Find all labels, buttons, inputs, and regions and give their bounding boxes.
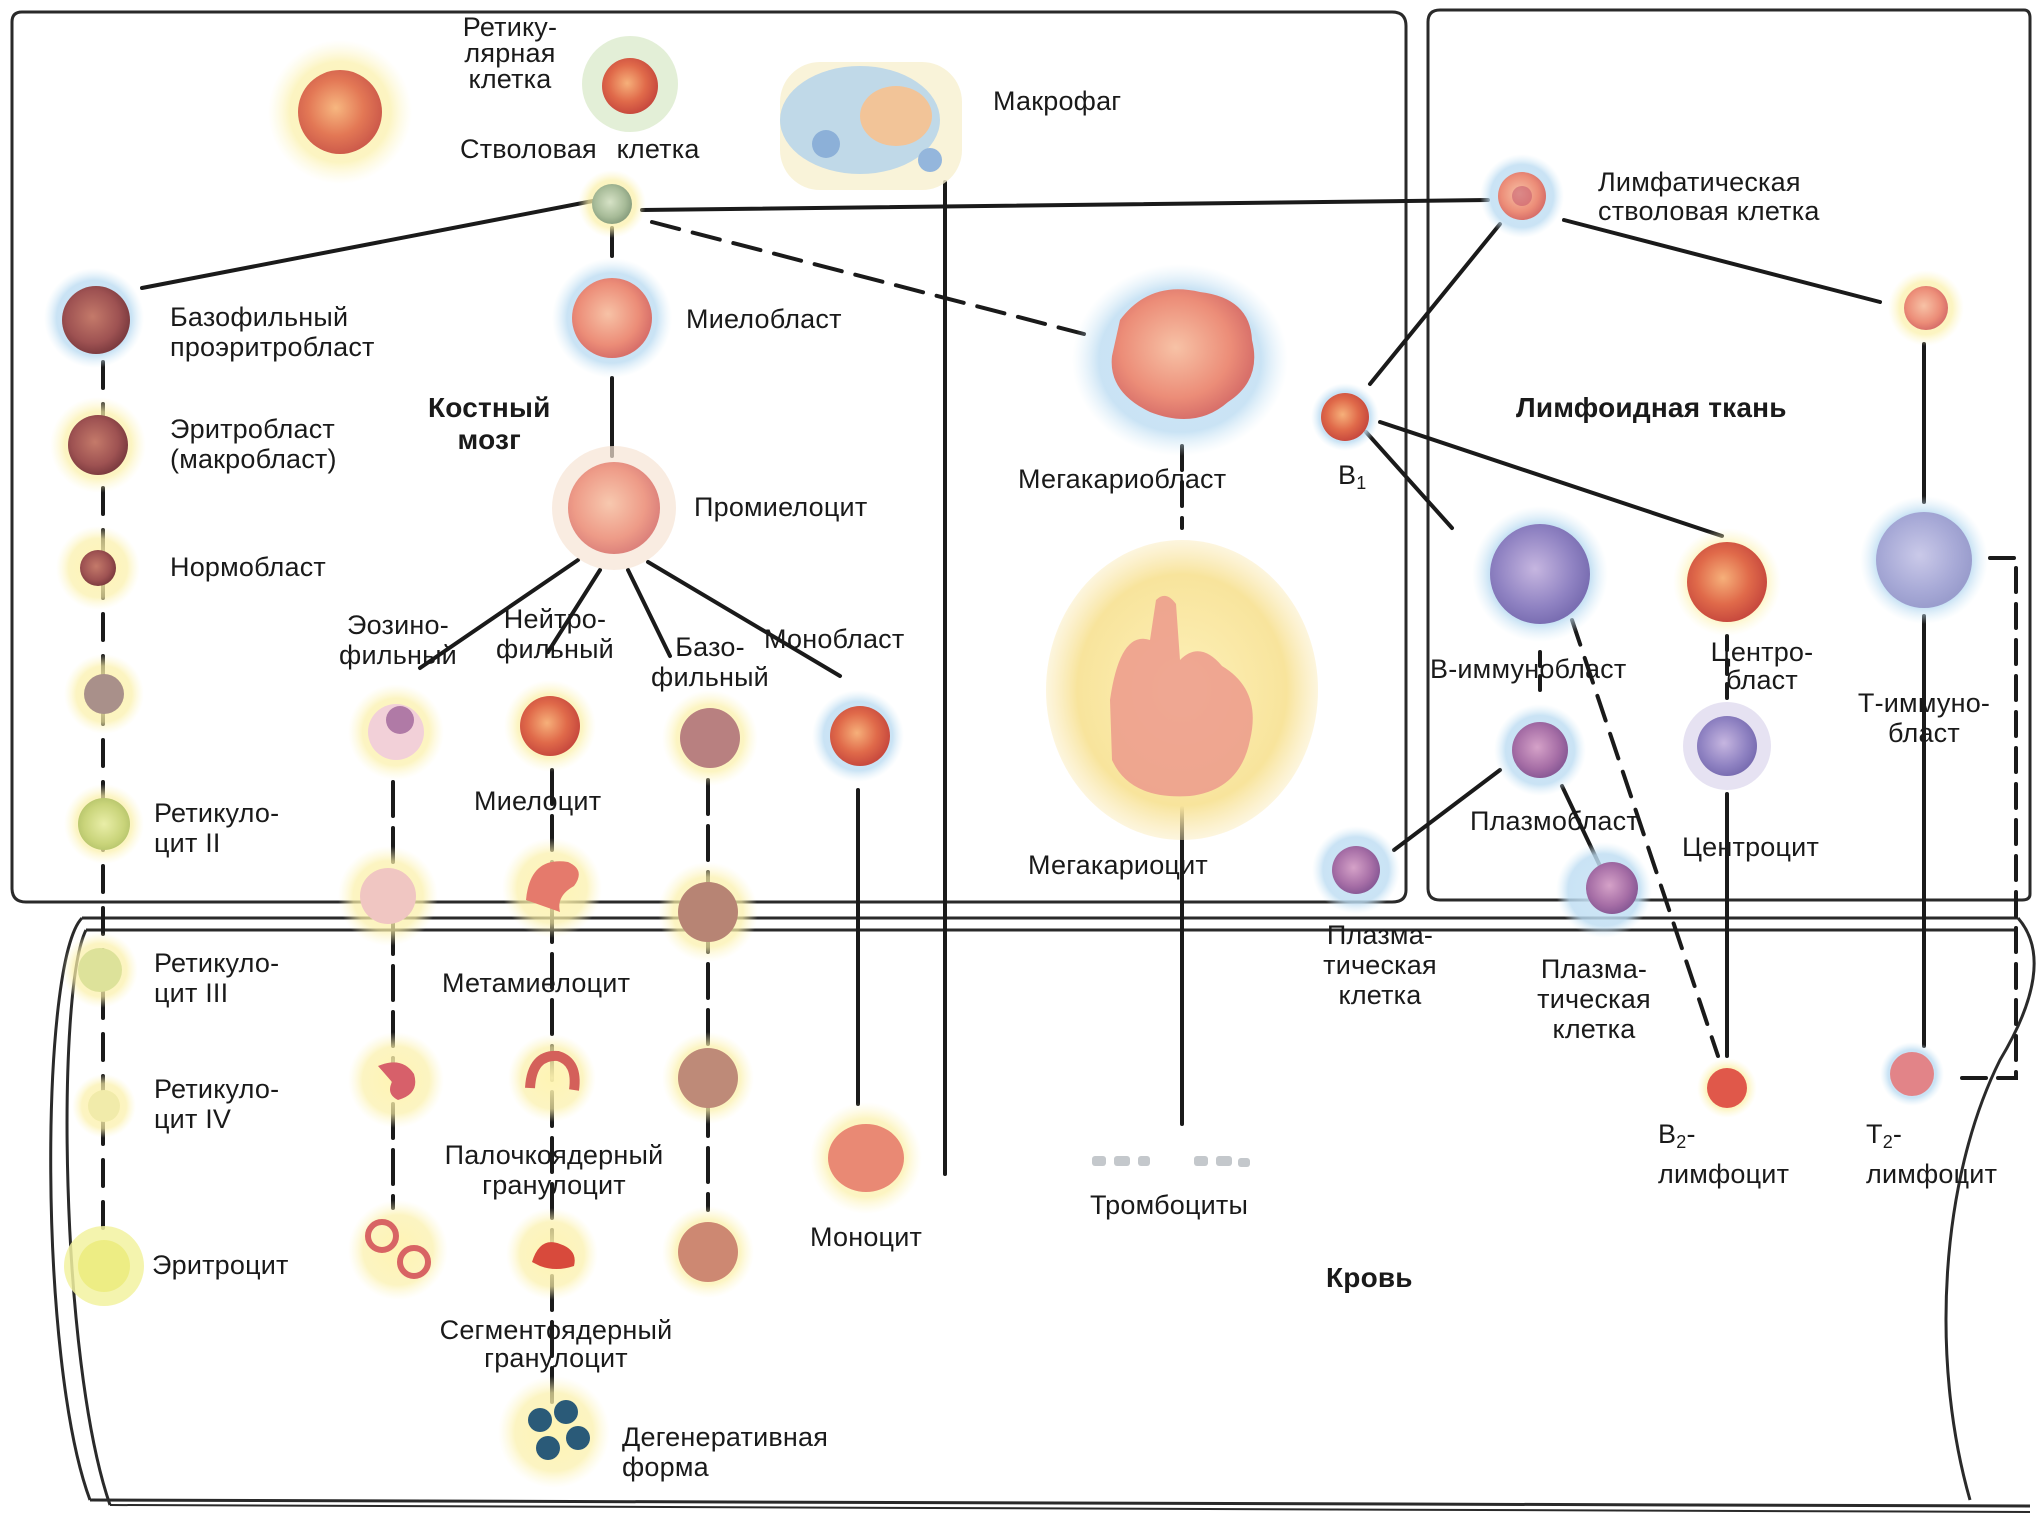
label-basophilic-proerythroblast: Базофильный проэритробласт <box>170 302 375 362</box>
cell-promyelocyte <box>552 446 676 570</box>
cell-thrombocytes <box>1092 1156 1250 1167</box>
cell-erythroblast <box>50 397 146 493</box>
label-metamyelocyte: Метамиелоцит <box>442 968 631 998</box>
label-megakaryoblast: Мегакариобласт <box>1018 464 1227 494</box>
cell-basophil-band <box>662 1032 754 1124</box>
cell-megakaryoblast <box>1072 264 1288 456</box>
label-eosinophilic: Эозино- фильный <box>339 610 457 670</box>
cell-plasma-left <box>1312 826 1400 914</box>
label-megakaryocyte: Мегакариоцит <box>1028 850 1208 880</box>
label-reticular: Ретику- лярная клетка <box>462 12 558 94</box>
cell-t2-lymphocyte <box>1880 1042 1944 1106</box>
cell-centrocyte <box>1683 702 1771 790</box>
cell-neutrophil-band <box>508 1034 596 1122</box>
label-b-immunoblast: В-иммунобласт <box>1430 654 1627 684</box>
cell-reticular-large <box>268 40 412 184</box>
label-reticulocyte-3: Ретикуло- цит III <box>154 948 280 1008</box>
cell-eosinophil-segmented <box>348 1200 448 1300</box>
cell-macrophage <box>780 62 962 190</box>
cell-erythrocyte <box>64 1226 144 1306</box>
cell-lymph-stem <box>1480 154 1564 238</box>
label-stem-cell: Стволовая клетка <box>460 134 700 164</box>
cell-reticulocyte-4 <box>72 1074 136 1138</box>
label-monoblast: Монобласт <box>764 624 905 654</box>
cell-eosinophil-band <box>348 1032 444 1128</box>
cell-b2-lymphocyte <box>1697 1058 1757 1118</box>
label-erythrocyte: Эритроцит <box>152 1250 289 1280</box>
cell-t-progenitor <box>1888 270 1964 346</box>
cell-basophil-segmented <box>662 1206 754 1298</box>
cell-myeloblast <box>552 258 672 378</box>
label-macrophage: Макрофаг <box>993 86 1122 116</box>
cell-basophil-metamyelocyte <box>658 862 758 962</box>
cell-eosinophil-metamyelocyte <box>338 846 438 946</box>
label-centrocyte: Центроцит <box>1682 832 1820 862</box>
label-lymph-stem: Лимфатическая стволовая клетка <box>1598 167 1820 226</box>
cell-neutrophil-segmented <box>506 1208 598 1300</box>
label-normoblast: Нормобласт <box>170 552 326 582</box>
label-segmented-granulocyte: Сегментоядерный гранулоцит <box>439 1315 673 1373</box>
label-reticulocyte-4: Ретикуло- цит IV <box>154 1074 280 1134</box>
label-basophilic: Базо- фильный <box>651 632 769 692</box>
cell-megakaryocyte <box>1046 540 1318 840</box>
cells <box>44 36 1988 1488</box>
blood-vessel <box>49 916 2036 1513</box>
label-plasma-cell-1: Плазма- тическая клетка <box>1323 920 1437 1010</box>
label-neutrophilic: Нейтро- фильный <box>496 604 614 664</box>
cell-reticulocyte-2 <box>64 784 144 864</box>
label-b1: B1 <box>1338 460 1367 494</box>
label-reticulocyte-2: Ретикуло- цит II <box>154 798 280 858</box>
label-thrombocytes: Тромбоциты <box>1090 1190 1249 1220</box>
cell-degenerative <box>498 1376 610 1488</box>
label-myelocyte: Миелоцит <box>474 786 602 816</box>
cell-basophil-myelocyte <box>662 690 758 786</box>
cell-plasma-right <box>1556 842 1652 938</box>
cell-monoblast <box>812 690 904 782</box>
cell-reticulocyte-3 <box>62 932 138 1008</box>
label-t2-lymphocyte: T2- лимфоцит <box>1866 1119 1998 1189</box>
cell-b-immunoblast <box>1472 506 1608 642</box>
cell-stem <box>578 170 646 238</box>
cell-erythroid-intermediate <box>64 654 144 734</box>
label-centroblast: Центро- бласт <box>1710 637 1814 695</box>
cell-centroblast <box>1673 528 1781 636</box>
label-blood: Кровь <box>1326 1262 1413 1293</box>
label-plasma-cell-2: Плазма- тическая клетка <box>1537 954 1651 1044</box>
label-band-granulocyte: Палочкоядерный гранулоцит <box>444 1140 664 1200</box>
label-t-immunoblast: Т-иммуно- бласт <box>1857 688 1991 748</box>
cell-reticular <box>582 36 678 132</box>
label-promyelocyte: Промиелоцит <box>694 492 868 522</box>
bone-marrow-frame <box>10 10 1408 904</box>
cell-monocyte <box>810 1102 922 1214</box>
label-myeloblast: Миелобласт <box>686 304 842 334</box>
cell-basophilic-proerythroblast <box>44 268 144 368</box>
label-b2-lymphocyte: B2- лимфоцит <box>1658 1119 1790 1189</box>
cell-t-immunoblast <box>1860 496 1988 624</box>
label-bone-marrow: Костный мозг <box>428 392 551 455</box>
cell-b1 <box>1311 383 1379 451</box>
label-erythroblast: Эритробласт (макробласт) <box>170 414 337 474</box>
label-lymphoid-tissue: Лимфоидная ткань <box>1516 392 1787 423</box>
cell-plasmoblast <box>1494 704 1586 796</box>
cell-normoblast <box>56 526 140 610</box>
lymphoid-frame <box>1426 8 2032 902</box>
label-degenerative: Дегенеративная форма <box>622 1422 829 1482</box>
cell-neutrophil-myelocyte <box>504 680 596 772</box>
cell-eosinophil-myelocyte <box>348 684 444 780</box>
label-monocyte: Моноцит <box>810 1222 923 1252</box>
cell-neutrophil-metamyelocyte <box>502 838 602 938</box>
label-plasmoblast: Плазмобласт <box>1470 806 1639 836</box>
